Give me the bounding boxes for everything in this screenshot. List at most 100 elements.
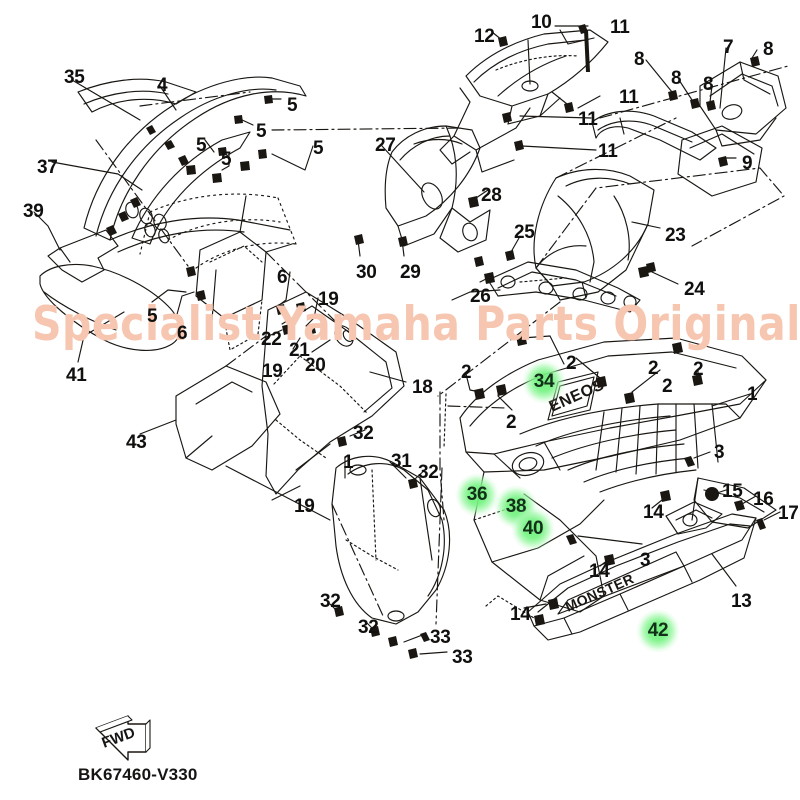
callout-number-20: 20 — [305, 355, 326, 376]
construction-lines — [95, 65, 789, 625]
callout-number-9: 9 — [742, 153, 753, 174]
leaders-group-27-28-29-30 — [357, 145, 489, 257]
callout-number-18: 18 — [412, 377, 433, 398]
highlighted-callout-label: 34 — [533, 371, 555, 392]
callout-number-22: 22 — [261, 329, 282, 350]
leaders-group-1-2-3 — [443, 335, 751, 545]
fastener-studs-14-15-16-17 — [534, 487, 766, 626]
callout-number-16: 16 — [753, 489, 774, 510]
leaders-group-13-14-15-17 — [485, 489, 781, 619]
decal-monster — [557, 551, 685, 615]
callout-number-19: 19 — [262, 361, 283, 382]
callout-number-2: 2 — [506, 412, 517, 433]
callout-number-33: 33 — [430, 627, 451, 648]
callout-number-8: 8 — [671, 68, 682, 89]
callout-number-41: 41 — [66, 365, 87, 386]
callout-number-5: 5 — [147, 306, 158, 327]
leaders-group-18 — [311, 339, 407, 383]
callout-number-39: 39 — [23, 201, 44, 222]
part-27-air-duct — [384, 125, 481, 247]
highlighted-callout-42[interactable]: 42 — [636, 609, 680, 653]
callout-number-2: 2 — [662, 376, 673, 397]
part-10-under-bracket — [439, 87, 531, 173]
callout-number-14: 14 — [510, 604, 531, 625]
leaders-group-23-24-25-26 — [451, 221, 679, 301]
fastener-studs-11-12 — [498, 24, 760, 167]
part-25-lower-rail — [487, 261, 641, 313]
part-39-bracket — [47, 229, 119, 283]
callout-number-27: 27 — [375, 135, 396, 156]
callout-number-29: 29 — [400, 262, 421, 283]
callout-number-30: 30 — [356, 262, 377, 283]
callout-number-5: 5 — [287, 95, 298, 116]
callout-number-4: 4 — [157, 75, 168, 96]
callout-number-11: 11 — [610, 17, 630, 38]
callout-number-31: 31 — [391, 451, 412, 472]
callout-number-37: 37 — [37, 157, 58, 178]
callout-number-5: 5 — [221, 149, 232, 170]
part-28-mount — [439, 207, 491, 253]
callout-number-5: 5 — [196, 135, 207, 156]
callout-number-32: 32 — [358, 617, 379, 638]
callout-number-33: 33 — [452, 647, 473, 668]
callout-number-19: 19 — [318, 289, 339, 310]
fastener-studs-32-33 — [334, 436, 430, 659]
callout-number-5: 5 — [313, 138, 324, 159]
callout-number-28: 28 — [481, 185, 502, 206]
callout-number-12: 12 — [474, 26, 495, 47]
part-9-lower-bracket — [677, 125, 763, 197]
callout-number-2: 2 — [461, 362, 472, 383]
callout-number-23: 23 — [665, 225, 686, 246]
fastener-studs-24-25-26 — [474, 250, 656, 284]
part-41-lower-cover — [39, 263, 181, 351]
part-18-center-bracket — [261, 291, 405, 495]
fastener-studs-5 — [106, 95, 273, 236]
grommet-cluster — [125, 201, 170, 244]
part-37-inner-blade — [131, 131, 251, 245]
highlighted-callout-34[interactable]: 34 — [522, 360, 566, 404]
highlighted-callout-40[interactable]: 40 — [511, 507, 555, 551]
callout-number-2: 2 — [566, 353, 577, 374]
callout-number-15: 15 — [722, 481, 743, 502]
callout-number-5: 5 — [256, 121, 267, 142]
callout-number-8: 8 — [634, 49, 645, 70]
part-23-right-cowling — [533, 168, 655, 301]
callout-number-8: 8 — [703, 74, 714, 95]
highlighted-callout-label: 40 — [522, 518, 544, 539]
callout-number-6: 6 — [277, 267, 288, 288]
callout-number-11: 11 — [598, 141, 618, 162]
callout-number-7: 7 — [723, 37, 734, 58]
highlighted-callout-36[interactable]: 36 — [455, 473, 499, 517]
highlighted-callout-label: 36 — [466, 484, 488, 505]
leaders-group-top — [491, 25, 758, 159]
callout-number-2: 2 — [693, 359, 704, 380]
callout-number-13: 13 — [731, 591, 752, 612]
callout-number-1: 1 — [343, 452, 354, 473]
callout-number-11: 11 — [619, 87, 639, 108]
callout-number-43: 43 — [126, 432, 147, 453]
callout-number-14: 14 — [643, 502, 664, 523]
callout-number-21: 21 — [289, 340, 310, 361]
callout-number-14: 14 — [589, 561, 610, 582]
callout-number-3: 3 — [714, 442, 725, 463]
callout-number-26: 26 — [470, 286, 491, 307]
callout-number-32: 32 — [320, 591, 341, 612]
fastener-studs-6-19 — [186, 266, 316, 335]
callout-number-11: 11 — [578, 109, 598, 130]
callout-number-19: 19 — [294, 496, 315, 517]
callout-number-25: 25 — [514, 222, 535, 243]
callout-number-24: 24 — [684, 279, 705, 300]
callout-number-17: 17 — [778, 503, 799, 524]
leaders-group-31-32-33 — [225, 429, 448, 655]
part-31-side-cover — [331, 455, 451, 625]
part-4-upper-cowling — [83, 76, 307, 269]
callout-number-32: 32 — [353, 423, 374, 444]
callout-number-8: 8 — [763, 39, 774, 60]
fwd-arrow-marker: FWD — [95, 715, 151, 761]
part-inner-duct-frame — [195, 195, 293, 351]
callout-number-10: 10 — [531, 12, 552, 33]
part-8-curved-strut — [591, 110, 717, 161]
part-7-right-cowl — [699, 61, 787, 147]
